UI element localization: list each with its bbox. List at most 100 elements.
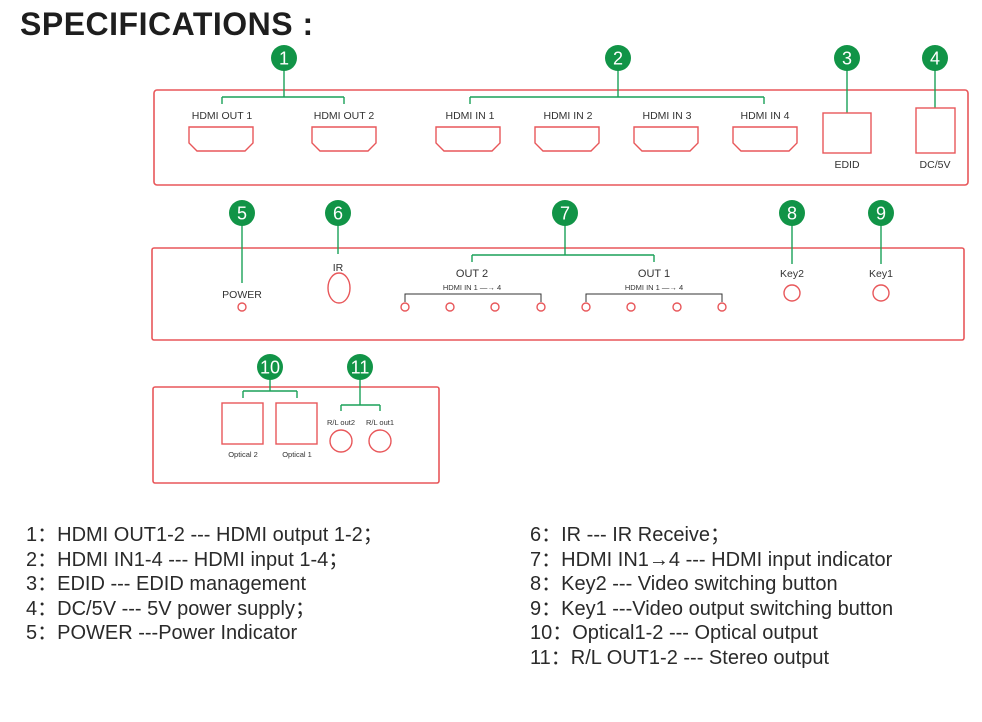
power-led-icon bbox=[237, 302, 247, 312]
indicator-led-icon bbox=[536, 302, 546, 312]
svg-text:HDMI IN 4: HDMI IN 4 bbox=[740, 110, 789, 122]
svg-text:8: 8 bbox=[787, 204, 797, 224]
svg-text:Optical 1: Optical 1 bbox=[282, 450, 312, 459]
top-panel-outline bbox=[153, 89, 969, 186]
audio-panel-outline bbox=[152, 386, 440, 484]
indicator-led-icon bbox=[672, 302, 682, 312]
callout-badge-10: 10 bbox=[257, 354, 283, 380]
top-panel: 1 2 3 4 HDMI OUT 1 HDMI OUT 2 HDM bbox=[153, 45, 969, 186]
hdmi-connector-icon bbox=[534, 126, 600, 152]
rl-out1-jack: R/L out1 bbox=[366, 418, 394, 453]
svg-text:HDMI OUT 1: HDMI OUT 1 bbox=[192, 110, 253, 122]
svg-text:EDID: EDID bbox=[834, 159, 860, 171]
optical-port-icon bbox=[275, 402, 318, 445]
svg-text:R/L out1: R/L out1 bbox=[366, 418, 394, 427]
optical-1-port: Optical 1 bbox=[275, 402, 318, 459]
edid-switch-icon bbox=[822, 112, 872, 154]
indicator-led-icon bbox=[717, 302, 727, 312]
callout-badge-2: 2 bbox=[605, 45, 631, 71]
legend-item: 7：HDMI IN1→4 --- HDMI input indicator bbox=[530, 548, 893, 571]
hdmi-connector-icon bbox=[633, 126, 699, 152]
hdmi-in-3-port: HDMI IN 3 bbox=[633, 110, 699, 152]
svg-text:HDMI IN 2: HDMI IN 2 bbox=[543, 110, 592, 122]
svg-text:OUT 2: OUT 2 bbox=[456, 268, 488, 280]
optical-port-icon bbox=[221, 402, 264, 445]
svg-text:HDMI IN 1: HDMI IN 1 bbox=[445, 110, 494, 122]
callout-badge-3: 3 bbox=[834, 45, 860, 71]
hdmi-out-2-port: HDMI OUT 2 bbox=[311, 110, 377, 152]
front-panel-outline bbox=[151, 247, 965, 341]
front-panel: 5 6 7 8 9 POWER IR bbox=[151, 200, 965, 341]
callout-7-lead bbox=[471, 224, 655, 262]
legend-item: 5：POWER ---Power Indicator bbox=[26, 622, 298, 644]
callout-badge-9: 9 bbox=[868, 200, 894, 226]
legend-item: 2：HDMI IN1-4 --- HDMI input 1-4； bbox=[26, 548, 349, 571]
svg-text:2: 2 bbox=[613, 49, 623, 69]
hdmi-out-1-port: HDMI OUT 1 bbox=[188, 110, 254, 152]
svg-text:4: 4 bbox=[930, 49, 940, 69]
hdmi-connector-icon bbox=[311, 126, 377, 152]
key2-button: Key2 bbox=[780, 268, 804, 302]
hdmi-in-4-port: HDMI IN 4 bbox=[732, 110, 798, 152]
svg-text:10: 10 bbox=[260, 358, 280, 378]
svg-text:HDMI IN 3: HDMI IN 3 bbox=[642, 110, 691, 122]
power-indicator: POWER bbox=[222, 289, 262, 312]
svg-text:OUT 1: OUT 1 bbox=[638, 268, 670, 280]
ir-window-icon bbox=[327, 272, 351, 304]
indicator-bracket bbox=[585, 293, 723, 302]
svg-text:POWER: POWER bbox=[222, 289, 262, 301]
svg-text:6: 6 bbox=[333, 204, 343, 224]
hdmi-in-1-port: HDMI IN 1 bbox=[435, 110, 501, 152]
svg-text:5: 5 bbox=[237, 204, 247, 224]
svg-text:DC/5V: DC/5V bbox=[920, 159, 951, 171]
edid-switch: EDID bbox=[822, 112, 872, 171]
legend-item: 4：DC/5V --- 5V power supply； bbox=[26, 597, 315, 620]
callout-badge-7: 7 bbox=[552, 200, 578, 226]
svg-text:7: 7 bbox=[560, 204, 570, 224]
hdmi-connector-icon bbox=[188, 126, 254, 152]
svg-text:Optical 2: Optical 2 bbox=[228, 450, 258, 459]
svg-text:HDMI IN 1 —→ 4: HDMI IN 1 —→ 4 bbox=[625, 283, 683, 292]
svg-text:IR: IR bbox=[333, 262, 344, 274]
audio-panel: 10 11 Optical 2 Optical 1 R/L out2 R/L o… bbox=[152, 354, 440, 484]
callout-badge-11: 11 bbox=[347, 354, 373, 380]
hdmi-connector-icon bbox=[732, 126, 798, 152]
callout-1-lead bbox=[221, 68, 345, 104]
key1-button: Key1 bbox=[869, 268, 893, 302]
out1-indicators: OUT 1 HDMI IN 1 —→ 4 bbox=[581, 268, 727, 312]
legend-item: 11： R/L OUT1-2 --- Stereo output bbox=[530, 646, 830, 669]
indicator-led-icon bbox=[445, 302, 455, 312]
svg-text:1: 1 bbox=[279, 49, 289, 69]
svg-text:Key2: Key2 bbox=[780, 268, 804, 280]
svg-text:3: 3 bbox=[842, 49, 852, 69]
svg-text:HDMI OUT 2: HDMI OUT 2 bbox=[314, 110, 375, 122]
optical-2-port: Optical 2 bbox=[221, 402, 264, 459]
svg-text:Key1: Key1 bbox=[869, 268, 893, 280]
indicator-led-icon bbox=[490, 302, 500, 312]
legend-item: 10： Optical1-2 --- Optical output bbox=[530, 622, 818, 644]
out2-indicators: OUT 2 HDMI IN 1 —→ 4 bbox=[400, 268, 546, 312]
legend-item: 1：HDMI OUT1-2 --- HDMI output 1-2； bbox=[26, 524, 383, 546]
indicator-led-icon bbox=[581, 302, 591, 312]
callout-badge-8: 8 bbox=[779, 200, 805, 226]
rl-out2-jack: R/L out2 bbox=[327, 418, 355, 453]
audio-jack-icon bbox=[368, 429, 392, 453]
legend-item: 8：Key2 --- Video switching button bbox=[530, 573, 838, 595]
indicator-led-icon bbox=[626, 302, 636, 312]
audio-jack-icon bbox=[329, 429, 353, 453]
dc-5v-port: DC/5V bbox=[915, 107, 956, 171]
callout-badge-4: 4 bbox=[922, 45, 948, 71]
legend-item: 6：IR --- IR Receive； bbox=[530, 524, 731, 546]
callout-11-lead bbox=[340, 378, 381, 411]
svg-text:HDMI IN 1 —→ 4: HDMI IN 1 —→ 4 bbox=[443, 283, 501, 292]
callout-badge-1: 1 bbox=[271, 45, 297, 71]
key1-button-icon bbox=[872, 284, 890, 302]
svg-text:11: 11 bbox=[351, 358, 370, 378]
hdmi-connector-icon bbox=[435, 126, 501, 152]
page-title: SPECIFICATIONS : bbox=[20, 6, 314, 42]
svg-text:R/L out2: R/L out2 bbox=[327, 418, 355, 427]
legend-left: 1：HDMI OUT1-2 --- HDMI output 1-2； 2：HDM… bbox=[26, 523, 383, 646]
callout-2-lead bbox=[469, 68, 765, 104]
indicator-led-icon bbox=[400, 302, 410, 312]
hdmi-in-2-port: HDMI IN 2 bbox=[534, 110, 600, 152]
